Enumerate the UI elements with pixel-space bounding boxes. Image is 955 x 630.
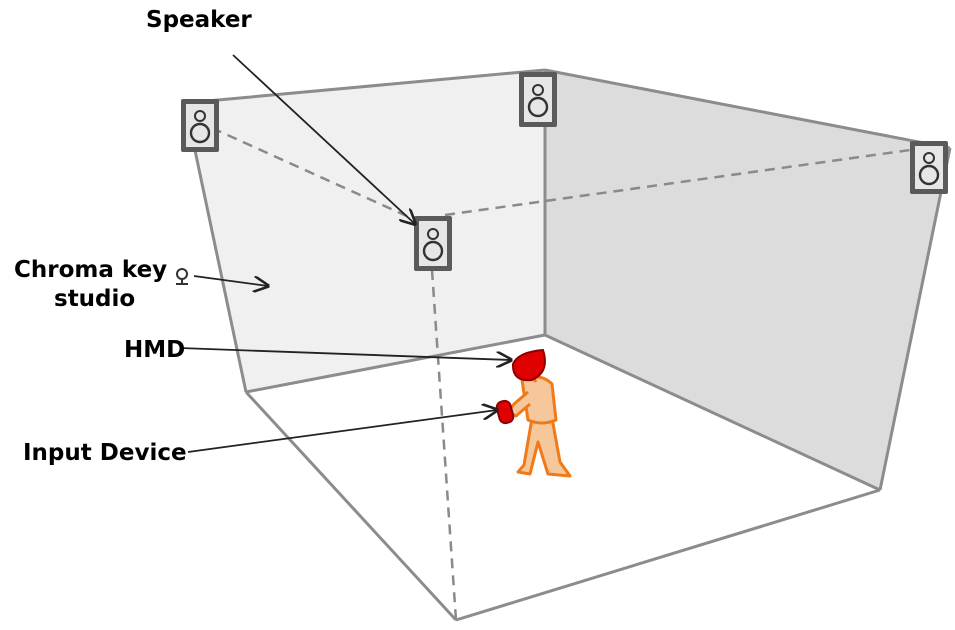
speaker-label: Speaker — [146, 7, 252, 33]
annotation-arrows — [179, 54, 511, 453]
chroma-key-label-line2: studio — [54, 286, 136, 312]
chroma-key-label-line1: Chroma key — [14, 257, 168, 283]
left-wall — [185, 70, 545, 392]
hmd-icon — [511, 348, 546, 382]
input-device-label: Input Device — [23, 440, 187, 466]
hmd-label: HMD — [124, 337, 186, 363]
dashed-edges — [211, 126, 911, 621]
right-wall — [545, 70, 950, 490]
speaker-icon — [910, 141, 948, 194]
speaker-icon — [519, 72, 557, 127]
speaker-icon — [414, 216, 452, 271]
speaker-icon — [181, 99, 219, 152]
marker-icon — [176, 268, 188, 285]
floor — [246, 335, 880, 620]
